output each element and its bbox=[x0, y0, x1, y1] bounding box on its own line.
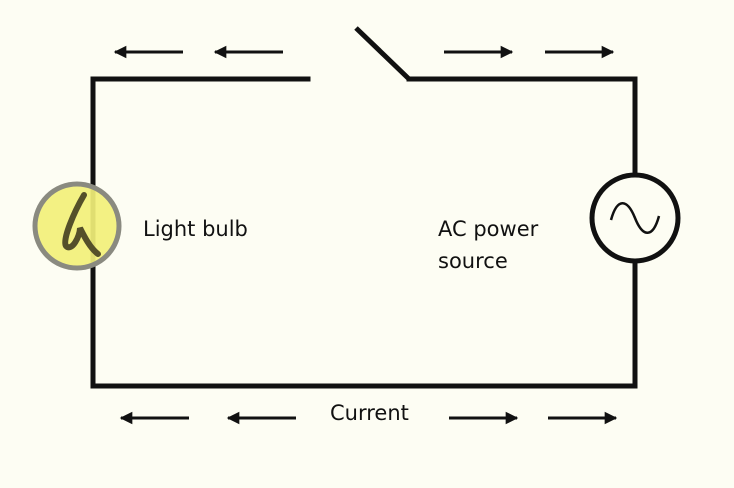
wire-top-left bbox=[90, 76, 638, 389]
ac-power-source-label-line2: source bbox=[438, 249, 508, 273]
bulb-glass bbox=[32, 181, 122, 271]
sine-wave bbox=[609, 202, 661, 234]
ac-power-source-label-line1: AC power bbox=[438, 217, 539, 241]
circuit-wires bbox=[90, 76, 638, 389]
ac-sine-wave-icon bbox=[589, 172, 681, 264]
current-label: Current bbox=[330, 401, 409, 425]
open-switch-icon bbox=[354, 26, 411, 81]
light-bulb-label: Light bulb bbox=[143, 217, 248, 241]
switch-lever bbox=[354, 26, 411, 81]
light-bulb-icon bbox=[32, 181, 122, 271]
bulb-filament bbox=[62, 192, 101, 257]
